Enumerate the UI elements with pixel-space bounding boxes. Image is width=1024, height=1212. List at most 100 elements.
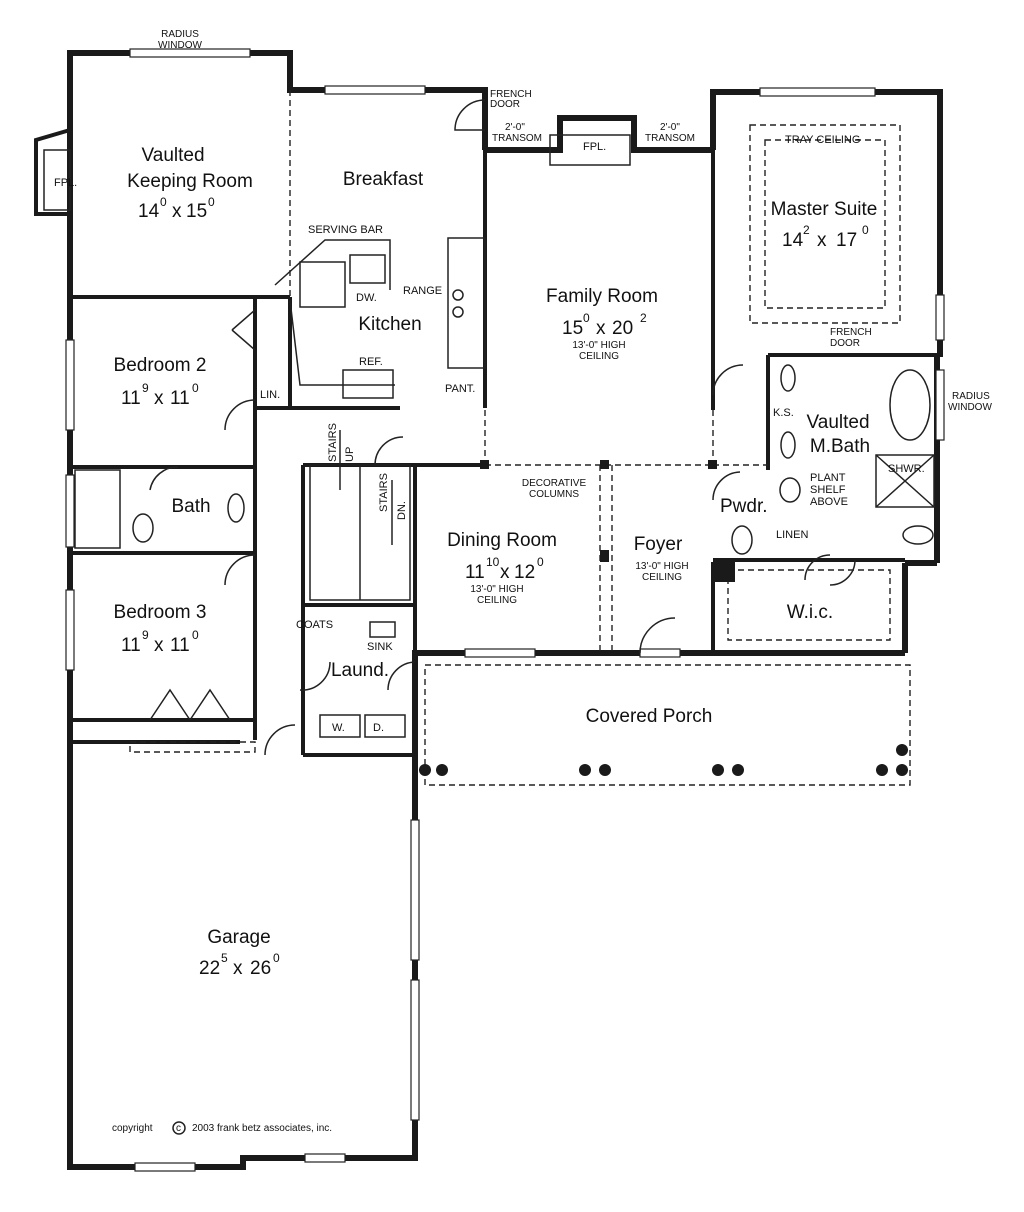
fixtures [43, 134, 935, 738]
vanity-sink-2 [780, 431, 796, 459]
up-label: UP [344, 447, 356, 462]
dryer [364, 714, 406, 738]
porch-column [436, 764, 448, 776]
svg-text:26: 26 [250, 958, 271, 979]
porch-column [419, 764, 431, 776]
svg-text:0: 0 [537, 555, 544, 569]
pwdr-sink [779, 477, 801, 503]
porch-column [896, 744, 908, 756]
svg-text:x: x [817, 230, 827, 251]
porch-column [579, 764, 591, 776]
dining-room-dims: 11 10 x 12 0 [465, 555, 544, 583]
powder-room-label: Pwdr. [720, 496, 768, 517]
garage-dims: 22 5 x 26 0 [199, 951, 280, 979]
family-room-label: Family Room [546, 286, 658, 307]
svg-text:0: 0 [862, 223, 869, 237]
porch-column [896, 764, 908, 776]
keeping-room-dims: 14 0 x 15 0 [138, 195, 215, 222]
foyer-ceiling-note-2: CEILING [642, 572, 682, 583]
linen-closet-label: LIN. [260, 389, 280, 401]
pantry-label: PANT. [445, 383, 475, 395]
toilet [132, 513, 154, 543]
french-door-label-2: DOOR [490, 99, 520, 110]
svg-text:15: 15 [562, 318, 583, 339]
dining-ceiling-note: 13'-0" HIGH [470, 584, 523, 595]
svg-text:5: 5 [221, 951, 228, 965]
copyright-text-rest: 2003 frank betz associates, inc. [192, 1123, 332, 1134]
washer-label: W. [332, 722, 345, 734]
bathtub [74, 469, 121, 549]
dw-label: DW. [356, 292, 377, 304]
svg-text:0: 0 [160, 195, 167, 209]
washer [319, 714, 361, 738]
serving-bar-label: SERVING BAR [308, 224, 383, 236]
keeping-room-label-1: Vaulted [141, 145, 204, 166]
family-room-dims: 15 0 x 20 2 [562, 311, 647, 339]
tray-ceiling-label: TRAY CEILING [785, 134, 860, 146]
breakfast-label: Breakfast [343, 169, 424, 190]
svg-text:0: 0 [192, 628, 199, 642]
copyright-symbol-icon [172, 1121, 186, 1135]
svg-text:20: 20 [612, 318, 633, 339]
family-fireplace [549, 134, 631, 166]
master-french-door-label-2: DOOR [830, 338, 860, 349]
svg-text:14: 14 [138, 201, 160, 222]
mbath-toilet [902, 525, 934, 545]
svg-text:0: 0 [208, 195, 215, 209]
transom-right-label: 2'-0" [660, 122, 680, 133]
mbath-label-2: M.Bath [810, 436, 870, 457]
range-counter [447, 237, 486, 369]
columns [419, 460, 908, 776]
svg-text:x: x [172, 201, 182, 222]
linen-label: LINEN [776, 529, 808, 541]
family-fireplace-label: FPL. [583, 141, 606, 153]
svg-text:x: x [233, 958, 243, 979]
dining-ceiling-note-2: CEILING [477, 595, 517, 606]
refrigerator [342, 369, 394, 399]
svg-text:11: 11 [465, 562, 485, 583]
bedroom2-label: Bedroom 2 [114, 355, 207, 376]
copyright-text: copyright [112, 1123, 153, 1134]
family-ceiling-note: 13'-0" HIGH [572, 340, 625, 351]
plant-shelf-label: PLANT [810, 472, 846, 484]
dryer-label: D. [373, 722, 384, 734]
svg-text:22: 22 [199, 958, 220, 979]
bedroom2-dims: 11 9 x 11 0 [121, 381, 199, 409]
kitchen-sink [299, 261, 346, 308]
vanity-sink-1 [780, 364, 796, 392]
transom-right-label-2: TRANSOM [645, 133, 695, 144]
bath-label: Bath [171, 496, 210, 517]
radius-window-right-label-2: WINDOW [948, 402, 992, 413]
svg-text:15: 15 [186, 201, 207, 222]
decorative-columns-label-2: COLUMNS [529, 489, 579, 500]
svg-text:x: x [500, 562, 510, 583]
family-ceiling-note-2: CEILING [579, 351, 619, 362]
svg-text:9: 9 [142, 628, 149, 642]
doors [149, 99, 856, 756]
range-label: RANGE [403, 285, 442, 297]
stairs-down-label: STAIRS [378, 473, 390, 512]
shower-label: SHWR. [888, 463, 925, 475]
porch-column [712, 764, 724, 776]
ref-label: REF. [359, 356, 383, 368]
svg-text:12: 12 [514, 562, 535, 583]
svg-text:2: 2 [803, 223, 810, 237]
svg-text:x: x [154, 635, 164, 656]
svg-text:9: 9 [142, 381, 149, 395]
labels: RADIUS WINDOW Vaulted Keeping Room 14 0 … [54, 29, 992, 1135]
covered-porch-label: Covered Porch [586, 706, 713, 727]
svg-text:10: 10 [486, 555, 500, 569]
svg-text:11: 11 [121, 388, 141, 409]
dishwasher [349, 254, 386, 284]
svg-text:14: 14 [782, 230, 804, 251]
radius-window-label-2: WINDOW [158, 40, 202, 51]
master-french-door-label: FRENCH [830, 327, 872, 338]
coats-label: COATS [296, 619, 333, 631]
porch-column [599, 764, 611, 776]
keeping-fireplace [43, 149, 71, 211]
garage-label: Garage [207, 927, 270, 948]
shower [875, 454, 935, 508]
decorative-columns-label: DECORATIVE [522, 478, 587, 489]
svg-text:x: x [154, 388, 164, 409]
